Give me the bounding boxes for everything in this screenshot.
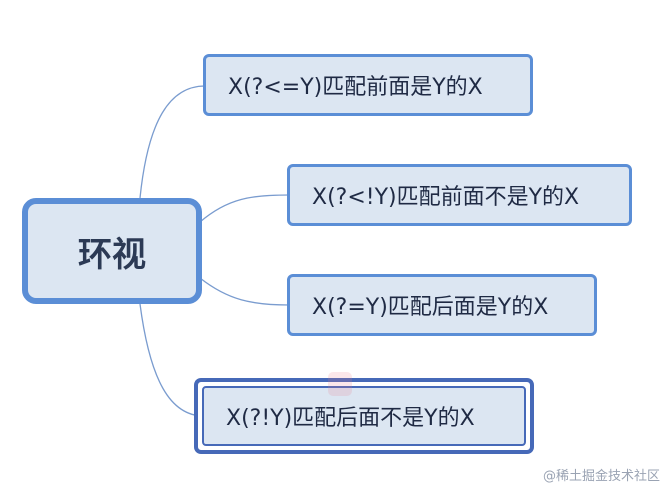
root-node-label: 环视 (78, 234, 146, 275)
connector-to-branch-4 (139, 303, 205, 417)
branch-node-lookahead-positive[interactable]: X(?=Y)匹配后面是Y的X (287, 274, 597, 336)
branch-node-label: X(?!Y)匹配后面不是Y的X (226, 406, 475, 431)
branch-node-lookbehind-positive[interactable]: X(?<=Y)匹配前面是Y的X (203, 54, 533, 116)
branch-node-lookahead-negative[interactable]: X(?!Y)匹配后面不是Y的X (202, 386, 526, 446)
root-node[interactable]: 环视 (22, 198, 202, 304)
watermark: @稀土掘金技术社区 (542, 469, 660, 484)
connector-to-branch-2 (199, 194, 290, 223)
branch-node-lookbehind-negative[interactable]: X(?<!Y)匹配前面不是Y的X (287, 164, 632, 226)
drag-handle-icon[interactable] (328, 372, 352, 396)
branch-node-label: X(?=Y)匹配后面是Y的X (312, 295, 549, 320)
branch-node-label: X(?<!Y)匹配前面不是Y的X (312, 185, 580, 210)
branch-node-label: X(?<=Y)匹配前面是Y的X (228, 75, 483, 100)
connector-to-branch-1 (139, 85, 206, 199)
connector-to-branch-3 (199, 277, 290, 306)
